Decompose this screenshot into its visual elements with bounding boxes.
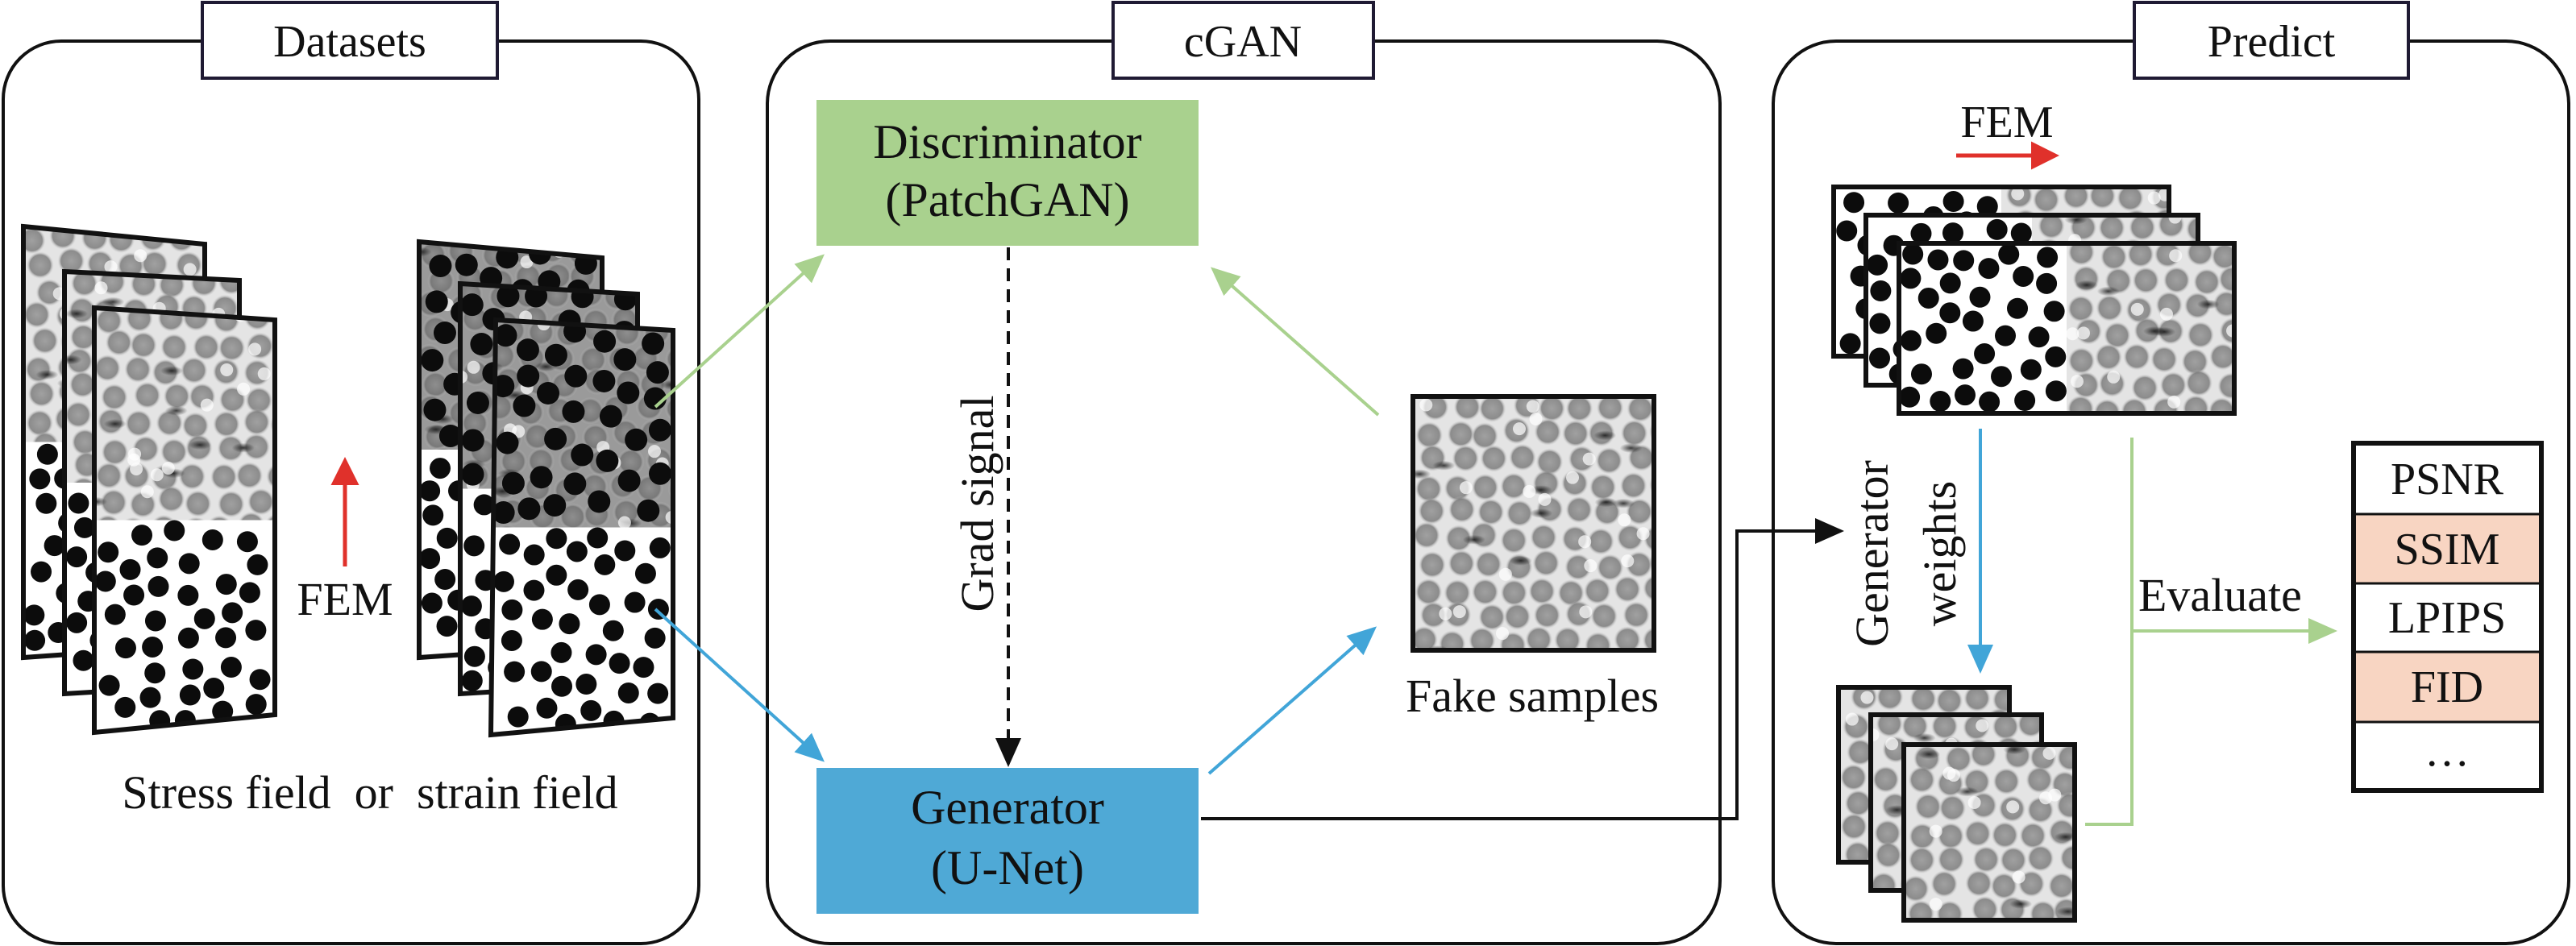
field-image-sheet [1897,241,2237,416]
field-image-sheet [488,317,675,738]
ground-truth-image-stack [1831,185,2237,416]
predict-panel: Predict FEM Generator weights Evaluate P… [1772,1,2570,945]
generator-subtitle: (U-Net) [931,841,1084,894]
metric-fid: FID [2411,662,2483,712]
field-image-sheet [92,305,277,736]
metrics-table-border [2351,441,2544,793]
generator-box [816,768,1199,914]
grad-signal-label: Grad signal [951,396,1003,612]
cgan-title-box [1111,1,1375,80]
datasets-panel: Datasets FEM Stress field or strain fiel… [2,1,700,945]
field-image-sheet [1411,394,1656,653]
datasets-title: Datasets [273,17,426,67]
predict-title: Predict [2208,17,2336,67]
datasets-caption: Stress field or strain field [122,766,617,819]
fake-samples-label: Fake samples [1406,670,1659,722]
field-image-sheet [1901,742,2077,923]
predict-title-box [2133,1,2410,80]
evaluate-connector [2085,438,2134,826]
metric-ssim: SSIM [2395,525,2500,575]
cgan-title: cGAN [1184,17,1302,67]
generator-weights-transfer-arrow [1201,518,1844,820]
cgan-panel: cGAN Discriminator (PatchGAN) Generator … [766,1,1722,945]
real-to-discriminator-arrow [654,254,825,409]
strain-field-image-stack [417,239,675,738]
metrics-table: PSNR SSIM LPIPS FID … [2351,441,2544,793]
predict-fem-label: FEM [1960,98,2053,147]
metric-row-lpips [2352,582,2543,653]
generator-weights-label-line1: Generator [1846,460,1898,647]
fake-sample-image [1411,394,1656,653]
metric-more: … [2424,726,2470,776]
discriminator-subtitle: (PatchGAN) [885,173,1129,226]
discriminator-box [816,100,1199,246]
evaluate-label: Evaluate [2138,569,2302,621]
datasets-title-box [201,1,499,80]
generator-label: Generator [911,781,1104,834]
metric-lpips: LPIPS [2388,593,2506,643]
discriminator-label: Discriminator [873,115,1141,168]
generator-weights-label-line2: weights [1913,481,1966,626]
stress-field-image-stack [21,223,277,736]
fake-to-discriminator-arrow [1211,267,1380,417]
predicted-image-stack [1836,685,2077,923]
metric-psnr: PSNR [2391,454,2504,504]
datasets-fem-label: FEM [297,573,393,625]
input-to-generator-arrow [654,608,825,762]
generator-to-fake-arrow [1207,626,1377,775]
metric-row-ssim [2352,512,2543,585]
